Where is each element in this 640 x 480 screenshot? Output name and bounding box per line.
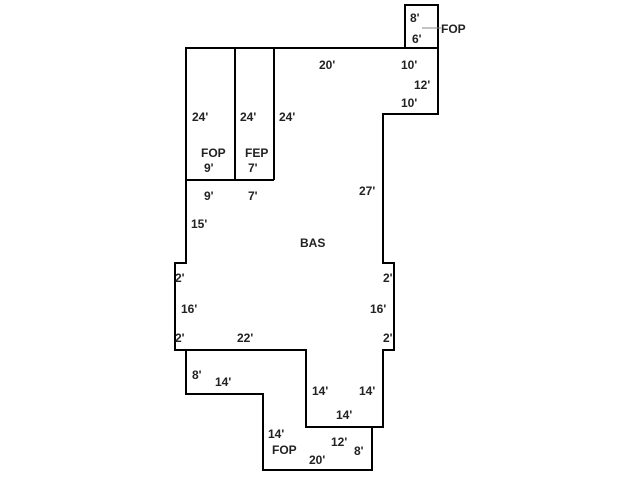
top-porch-box (404, 4, 439, 49)
dim-label: 7' (248, 189, 258, 203)
dim-label: 24' (279, 110, 295, 124)
dim-label: 9' (204, 161, 214, 175)
dim-label: 8' (192, 368, 202, 382)
dim-label: 16' (181, 302, 197, 316)
dim-label: 20' (319, 58, 335, 72)
dim-label: 20' (309, 453, 325, 467)
dim-label: 10' (401, 96, 417, 110)
dim-label: 24' (192, 110, 208, 124)
area-label-bas: BAS (300, 236, 325, 250)
dim-label: 6' (412, 32, 422, 46)
dim-label: 9' (204, 189, 214, 203)
dim-label: 16' (370, 302, 386, 316)
dim-label: 14' (312, 384, 328, 398)
dim-label: 14' (268, 427, 284, 441)
dim-label: 15' (191, 217, 207, 231)
porch-dividers (186, 48, 275, 181)
dim-label: 7' (248, 161, 258, 175)
area-label-fop-top: FOP (441, 22, 466, 36)
area-label-fop-bottom: FOP (272, 443, 297, 457)
dim-label: 2' (175, 271, 185, 285)
dim-label: 12' (414, 78, 430, 92)
dim-label: 14' (359, 384, 375, 398)
area-label-fep: FEP (245, 146, 268, 160)
dim-label: 12' (331, 435, 347, 449)
dim-label: 14' (215, 375, 231, 389)
dim-label: 2' (383, 331, 393, 345)
dim-label: 2' (175, 331, 185, 345)
dim-label: 10' (401, 58, 417, 72)
dim-label: 22' (237, 331, 253, 345)
dim-label: 14' (336, 408, 352, 422)
dim-label: 2' (383, 271, 393, 285)
area-label-fop-left: FOP (201, 146, 226, 160)
dim-label: 8' (354, 444, 364, 458)
dim-label: 8' (410, 11, 420, 25)
dim-label: 27' (359, 184, 375, 198)
lower-wing-dividers (175, 349, 383, 428)
dim-label: 24' (240, 110, 256, 124)
